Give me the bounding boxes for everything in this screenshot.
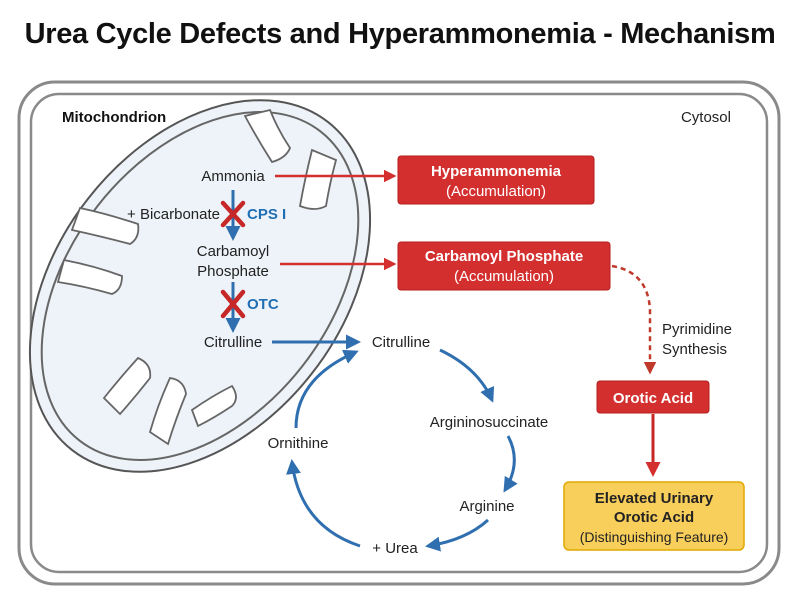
carbamoyl-box-title: Carbamoyl Phosphate bbox=[425, 248, 583, 265]
enzyme-cps1-label: CPS I bbox=[247, 206, 286, 223]
hyperammonemia-title: Hyperammonemia bbox=[431, 163, 562, 180]
mito-citrulline-label: Citrulline bbox=[204, 334, 262, 351]
arrow-citrulline-to-argininosuccinate bbox=[439, 348, 495, 403]
argininosuccinate-label: Argininosuccinate bbox=[430, 414, 548, 431]
hyperammonemia-subtitle: (Accumulation) bbox=[446, 183, 546, 200]
orotic-acid-box: Orotic Acid bbox=[596, 380, 710, 414]
carbamoyl-phosphate-label-2: Phosphate bbox=[197, 263, 269, 280]
ornithine-label: Ornithine bbox=[268, 435, 329, 452]
carbamoyl-accumulation-box: Carbamoyl Phosphate (Accumulation) bbox=[397, 241, 611, 291]
urea-label: + Urea bbox=[372, 540, 418, 557]
arginine-label: Arginine bbox=[459, 498, 514, 515]
cycle-citrulline-label: Citrulline bbox=[372, 334, 430, 351]
urinary-title-line2: Orotic Acid bbox=[614, 509, 694, 526]
arrow-argininosuccinate-to-arginine bbox=[503, 435, 518, 493]
otc-block-x-icon bbox=[220, 289, 246, 319]
mitochondrion-organelle bbox=[28, 99, 372, 473]
bicarbonate-label: + Bicarbonate bbox=[127, 206, 220, 223]
cps1-block-x-icon bbox=[220, 200, 246, 228]
mitochondrion-label: Mitochondrion bbox=[62, 109, 166, 126]
arrow-ornithine-to-citrulline bbox=[294, 349, 359, 429]
enzyme-otc-label: OTC bbox=[247, 296, 279, 313]
arrow-pyrimidine-synthesis bbox=[611, 264, 657, 375]
ammonia-label: Ammonia bbox=[201, 168, 265, 185]
arrow-arginine-to-urea bbox=[425, 518, 490, 552]
urinary-title-line1: Elevated Urinary bbox=[595, 490, 714, 507]
pyrimidine-label-1: Pyrimidine bbox=[662, 321, 732, 338]
hyperammonemia-box: Hyperammonemia (Accumulation) bbox=[397, 155, 595, 205]
arrow-urea-to-ornithine bbox=[286, 459, 361, 548]
urinary-subtitle: (Distinguishing Feature) bbox=[580, 529, 729, 545]
orotic-acid-title: Orotic Acid bbox=[613, 390, 693, 407]
pyrimidine-label-2: Synthesis bbox=[662, 341, 727, 358]
carbamoyl-phosphate-label-1: Carbamoyl bbox=[197, 243, 270, 260]
urinary-orotic-acid-box: Elevated Urinary Orotic Acid (Distinguis… bbox=[563, 481, 745, 551]
page-title: Urea Cycle Defects and Hyperammonemia - … bbox=[24, 18, 776, 50]
cytosol-label: Cytosol bbox=[681, 109, 731, 126]
carbamoyl-box-subtitle: (Accumulation) bbox=[454, 268, 554, 285]
